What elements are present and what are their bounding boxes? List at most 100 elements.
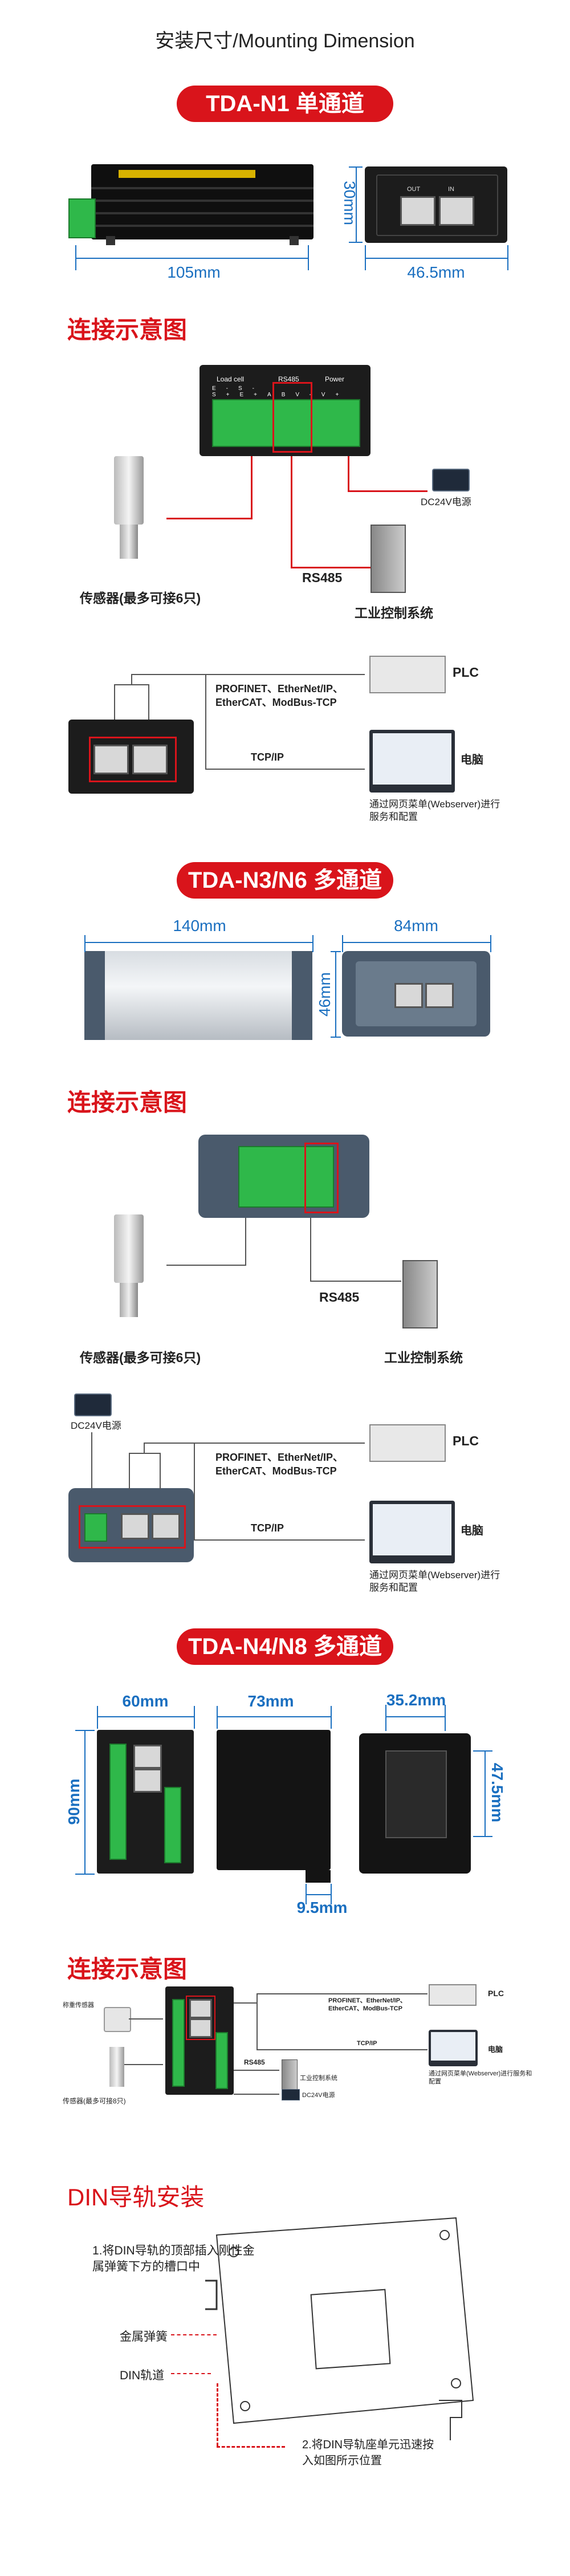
din-clip-window [385, 1750, 447, 1838]
din-diagram [205, 2217, 474, 2440]
page-title: 安装尺寸/Mounting Dimension [155, 30, 415, 52]
eth-highlight [79, 1505, 186, 1549]
ethernet-port [189, 1999, 212, 2018]
wire-dc [348, 456, 349, 491]
wire-sensor [251, 456, 253, 519]
n1-width-label: 105mm [167, 263, 221, 281]
wire-rs485 [234, 2070, 279, 2071]
pc-monitor-icon [429, 2030, 478, 2066]
conn1-protocols: PROFINET、EtherNet/IP、EtherCAT、ModBus-TCP [215, 683, 344, 708]
term-pins: E-S-S+E+ABV-V+ [212, 385, 349, 398]
n4-front-view [97, 1730, 194, 1874]
pc-monitor-icon [369, 1501, 455, 1563]
n1-yellow-label [119, 170, 255, 178]
wire-eth [234, 2002, 256, 2004]
dim-tick [194, 1706, 195, 1729]
term-header-power: Power [325, 375, 345, 383]
conn2-dc-label: DC24V电源 [71, 1420, 121, 1431]
din-title: DIN导轨安装 [67, 2184, 205, 2211]
n1-front-bezel [376, 174, 498, 236]
conn2-eth-device [68, 1488, 194, 1562]
dim-tick [349, 242, 363, 243]
conn3-plc: PLC [488, 1989, 504, 1998]
dim-tick [331, 1706, 332, 1729]
din-spring-label: 金属弹簧 [120, 2330, 168, 2343]
power-terminal [84, 1513, 107, 1542]
green-terminal-column [215, 2032, 228, 2089]
conn2-plc-label: PLC [453, 1433, 479, 1448]
wire [129, 2018, 163, 2020]
ethernet-port-in [439, 196, 474, 226]
dim-line [97, 1716, 194, 1717]
dim-tick [308, 245, 309, 270]
conn1-eth-device [68, 720, 194, 794]
plc-icon [369, 1424, 446, 1462]
n4-side-width-label: 73mm [247, 1692, 294, 1710]
ethernet-port [132, 745, 168, 774]
wire-eth [144, 1443, 145, 1454]
n1-terminal-block [68, 198, 96, 238]
dim-tick [473, 1836, 492, 1837]
wire-eth [114, 684, 115, 720]
n1-fin [91, 200, 314, 202]
green-terminal-column [164, 1787, 181, 1863]
dc24v-supply-icon [282, 2089, 300, 2100]
plc-icon [369, 656, 446, 693]
conn2-sensor-label: 传感器(最多可接6只) [80, 1350, 201, 1365]
n4-back-height-label: 47.5mm [488, 1762, 506, 1823]
conn3-ics: 工业控制系统 [300, 2075, 337, 2082]
din-step1: 1.将DIN导轨的顶部插入刚性金属弹簧下方的槽口中 [92, 2244, 255, 2273]
conn2-tcpip: TCP/IP [251, 1522, 284, 1534]
rs485-highlight [272, 382, 312, 453]
conn3-tcpip: TCP/IP [357, 2040, 377, 2047]
wire-dc [91, 1432, 92, 1489]
conn1-rs485-label: RS485 [302, 570, 343, 585]
load-cell-stem [120, 1283, 138, 1317]
industrial-controller-icon [370, 525, 406, 593]
wire-eth [144, 1443, 365, 1444]
n4-rail-clip [306, 1870, 331, 1883]
wire-rs485 [310, 1218, 311, 1282]
rail-pointer [171, 2373, 211, 2374]
n1-depth-label: 46.5mm [407, 263, 465, 281]
wire [124, 2064, 163, 2065]
dim-line [484, 1750, 486, 1836]
n4-front-width-label: 60mm [122, 1692, 169, 1710]
dim-tick [445, 1705, 446, 1731]
conn1-plc-label: PLC [453, 665, 479, 680]
conn3-web: 通过网页菜单(Webserver)进行服务和配置 [429, 2070, 532, 2085]
wire-sensor [245, 1218, 246, 1266]
ethernet-port [394, 983, 423, 1008]
green-terminal-column [172, 1999, 185, 2087]
dim-tick [97, 1706, 98, 1729]
n1-foot [106, 236, 115, 245]
pc-monitor-icon [369, 730, 455, 793]
green-terminal-block [238, 1146, 334, 1208]
conn1-pc-label: 电脑 [461, 754, 483, 766]
dim-line [365, 258, 507, 259]
wire-rs485 [291, 456, 292, 568]
dim-tick [331, 1037, 341, 1038]
dim-tick [385, 1705, 386, 1731]
term-header-rs485: RS485 [278, 375, 299, 383]
dim-tick [490, 935, 491, 952]
n1-fin [91, 225, 314, 227]
n1-front-view: OUT IN [365, 166, 507, 243]
conn2-device [198, 1135, 369, 1218]
dim-line [342, 942, 490, 943]
n4-back-view [359, 1733, 471, 1874]
wire-dc [234, 2094, 279, 2095]
weighing-sensor-icon [104, 2007, 131, 2032]
dim-tick [217, 1706, 218, 1729]
wire-eth [256, 1993, 258, 2049]
n4-side-view [217, 1730, 331, 1870]
conn3-device [165, 1986, 234, 2095]
ethernet-port [152, 1513, 180, 1539]
dim-tick [473, 1750, 492, 1752]
conn2-ics-label: 工业控制系统 [384, 1350, 463, 1365]
dim-line [217, 1716, 331, 1717]
n3-side-view [84, 951, 312, 1040]
dim-tick [84, 935, 85, 952]
dim-line [306, 1894, 331, 1895]
green-terminal-column [109, 1744, 127, 1860]
